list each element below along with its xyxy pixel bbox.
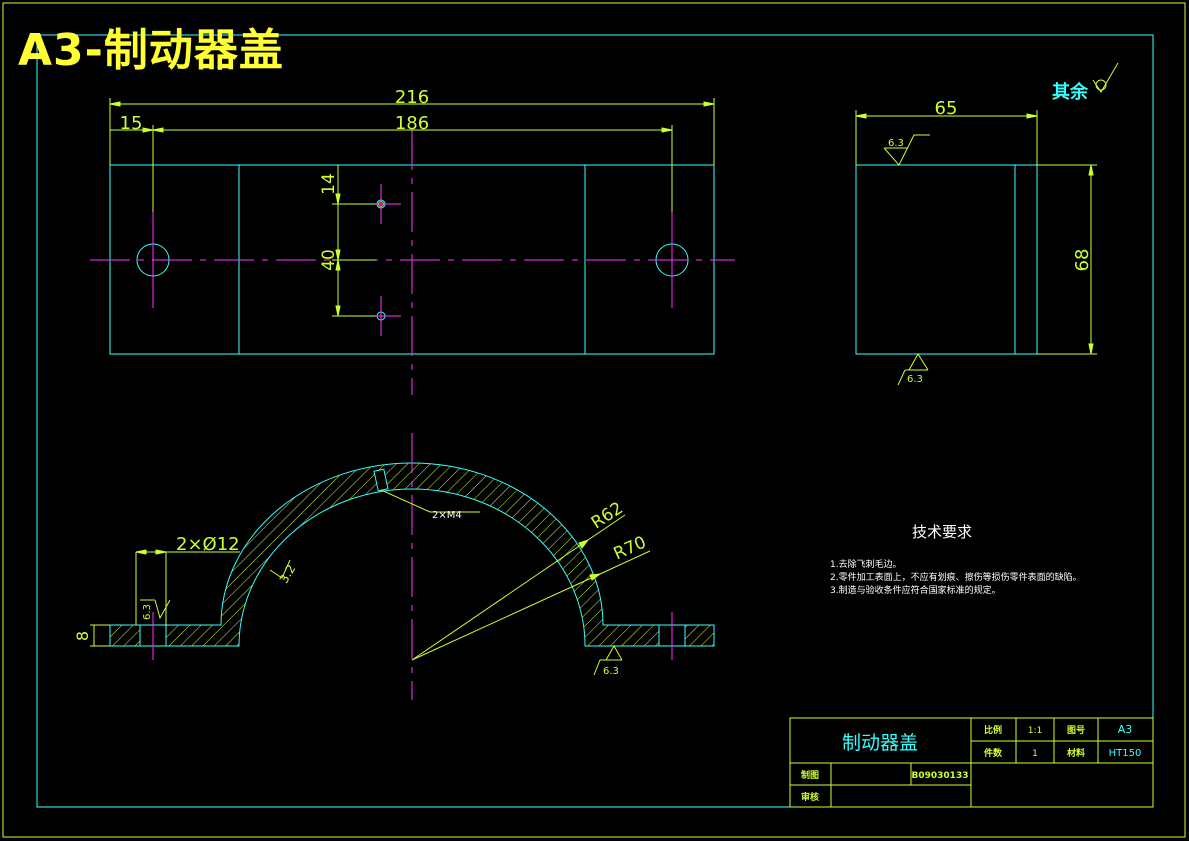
section-view: [109, 462, 715, 647]
material-value: HT150: [1109, 748, 1142, 759]
quantity-value: 1: [1032, 749, 1038, 759]
section-view-centerlines: [152, 433, 673, 700]
drawn-value: B09030133: [912, 771, 969, 781]
inner-border: [36, 34, 1154, 808]
scale-value: 1:1: [1028, 726, 1042, 736]
requirement-note: 3.制造与验收条件应符合国家标准的规定。: [830, 586, 1001, 596]
section-view-dimensions: [90, 489, 651, 676]
scale-label: 比例: [984, 724, 1002, 736]
requirement-note: 1.去除飞刺毛边。: [830, 560, 902, 570]
dim-hole-span: 186: [395, 113, 429, 134]
dim-edge-offset: 15: [120, 113, 143, 134]
drawn-label: 制图: [801, 769, 819, 781]
part-name: 制动器盖: [842, 732, 918, 754]
side-view-dimensions: [855, 110, 1097, 386]
roughness-bottom: 6.3: [907, 374, 923, 385]
dim-width: 65: [935, 98, 958, 119]
technical-requirements-heading: 技术要求: [912, 523, 973, 541]
side-view: [855, 164, 1038, 355]
drawing-no-value: A3: [1118, 723, 1133, 736]
technical-requirements-notes: 1.去除飞刺毛边。 2.零件加工表面上，不应有划痕、擦伤等损伤零件表面的缺陷。 …: [830, 559, 1082, 598]
roughness-other-symbol: [1092, 62, 1119, 93]
top-view-centerlines: [90, 130, 735, 395]
drawing-title: A3-制动器盖: [18, 25, 284, 76]
top-view-dimensions: [109, 98, 715, 317]
roughness-flange-right: 6.3: [603, 666, 619, 677]
title-block: [789, 717, 1154, 808]
roughness-flange-left: 6.3: [142, 604, 153, 620]
check-label: 审核: [801, 791, 819, 803]
roughness-top: 6.3: [888, 138, 904, 149]
roughness-other-label: 其余: [1052, 82, 1088, 103]
dim-thickness-32: 3.2: [277, 562, 299, 586]
dim-height: 68: [1072, 249, 1093, 272]
quantity-label: 件数: [984, 747, 1003, 759]
dim-outer-radius: R70: [611, 532, 650, 564]
dim-inner-radius: R62: [588, 498, 627, 533]
dim-hole-spacing: 40: [319, 249, 339, 271]
dim-bolt-holes: 2×Ø12: [176, 534, 240, 555]
drawing-no-label: 图号: [1067, 725, 1085, 736]
dim-flange-thickness: 8: [73, 631, 92, 641]
requirement-note: 2.零件加工表面上，不应有划痕、擦伤等损伤零件表面的缺陷。: [830, 573, 1082, 583]
material-label: 材料: [1066, 747, 1085, 759]
dim-overall-length: 216: [395, 87, 429, 108]
dim-hole-offset: 14: [319, 173, 339, 195]
dim-thread-holes: 2×M4: [432, 510, 462, 521]
